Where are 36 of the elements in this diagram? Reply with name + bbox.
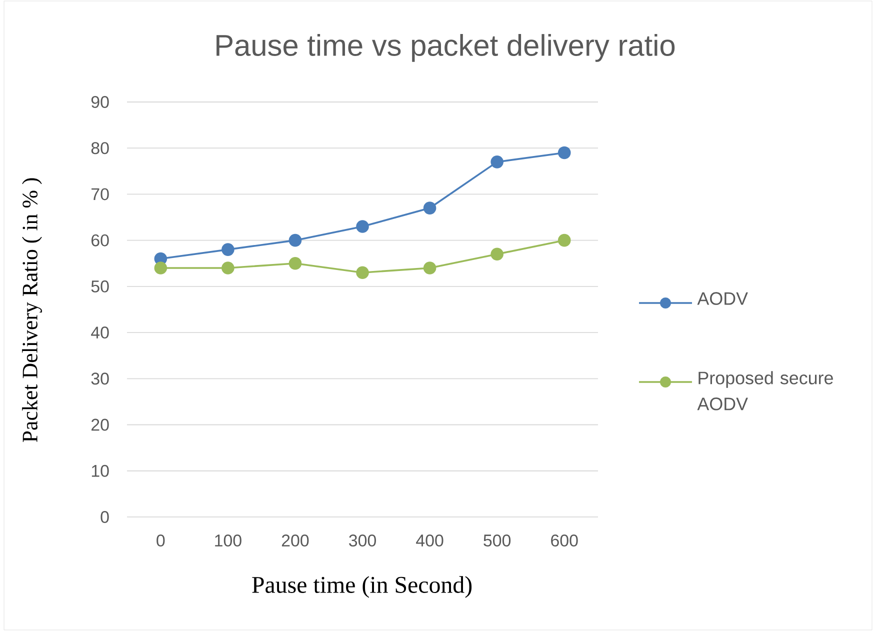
x-tick-label: 200 <box>282 534 309 546</box>
point <box>154 262 168 274</box>
legend-label: AODV <box>697 292 748 305</box>
axis-title: Pause time (in Second) <box>252 576 472 598</box>
point <box>490 248 504 261</box>
point <box>222 262 234 274</box>
x-tick-label: 100 <box>215 534 242 546</box>
point <box>558 234 571 247</box>
x-tick-label: 0 <box>156 534 165 546</box>
chart-title: Pause time vs packet delivery ratio <box>216 34 675 62</box>
y-tick-label: 40 <box>91 326 109 339</box>
point <box>356 220 369 233</box>
point <box>423 202 436 214</box>
point <box>356 266 369 279</box>
y-tick-label: 60 <box>92 234 109 246</box>
y-tick-label: 20 <box>92 418 109 431</box>
x-tick-label: 500 <box>484 534 511 546</box>
axis-title: Packet Delivery Ratio ( in % ) <box>22 178 42 442</box>
y-tick-label: 30 <box>91 372 109 385</box>
y-tick-label: 90 <box>91 96 109 108</box>
point <box>490 156 504 168</box>
point <box>558 146 571 160</box>
x-tick-label: 400 <box>416 534 444 546</box>
y-tick-label: 80 <box>91 142 109 154</box>
x-tick-label: 600 <box>551 534 578 546</box>
point <box>288 234 302 247</box>
y-tick-label: 70 <box>92 188 109 200</box>
point <box>222 243 234 256</box>
y-tick-label: 0 <box>100 510 109 523</box>
point <box>423 262 436 274</box>
y-tick-label: 10 <box>92 464 109 477</box>
legend-label: Proposed secure AODV <box>697 371 833 410</box>
y-tick-label: 50 <box>91 280 109 292</box>
point <box>288 256 302 270</box>
x-tick-label: 300 <box>349 534 376 546</box>
line-chart: 0 100 200 300 400 500 600 0 10 20 30 40 50 60 70 80 90 <box>91 96 598 546</box>
